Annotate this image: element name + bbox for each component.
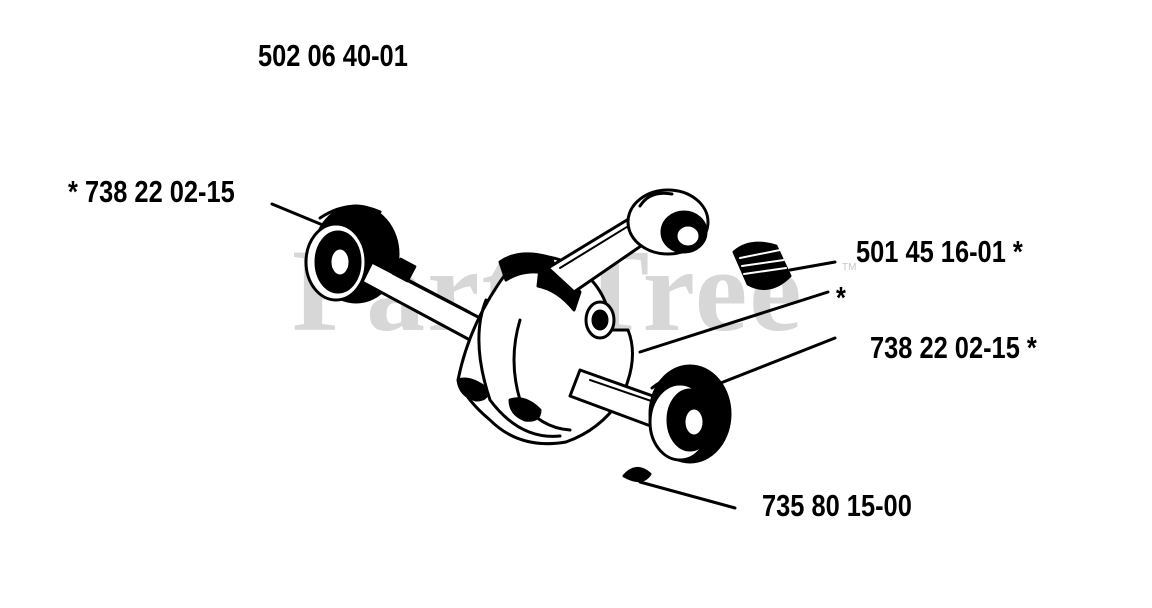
right-ball-bearing: [648, 364, 732, 464]
leader-line-woodruff-key: [638, 480, 737, 510]
trademark-symbol: TM: [842, 262, 857, 273]
leader-line-right-bearing: [706, 336, 837, 390]
label-crankshaft-assembly[interactable]: 502 06 40-01: [258, 38, 408, 73]
label-asterisk: *: [836, 280, 846, 315]
label-woodruff-key[interactable]: 735 80 15-00: [762, 488, 912, 523]
leader-line-needle-bearing: [788, 260, 837, 272]
left-ball-bearing: [304, 204, 400, 304]
leader-line-left-bearing: [270, 202, 332, 230]
woodruff-key: [622, 467, 652, 482]
crank-web: [456, 252, 634, 446]
label-left-bearing[interactable]: * 738 22 02-15: [68, 174, 235, 209]
connecting-rod: [546, 188, 710, 294]
label-right-bearing[interactable]: 738 22 02-15 *: [870, 330, 1037, 365]
label-needle-bearing[interactable]: 501 45 16-01 *: [856, 234, 1023, 269]
leader-line-asterisk: [638, 290, 830, 354]
needle-bearing: [732, 241, 792, 290]
left-shaft: [360, 257, 482, 342]
